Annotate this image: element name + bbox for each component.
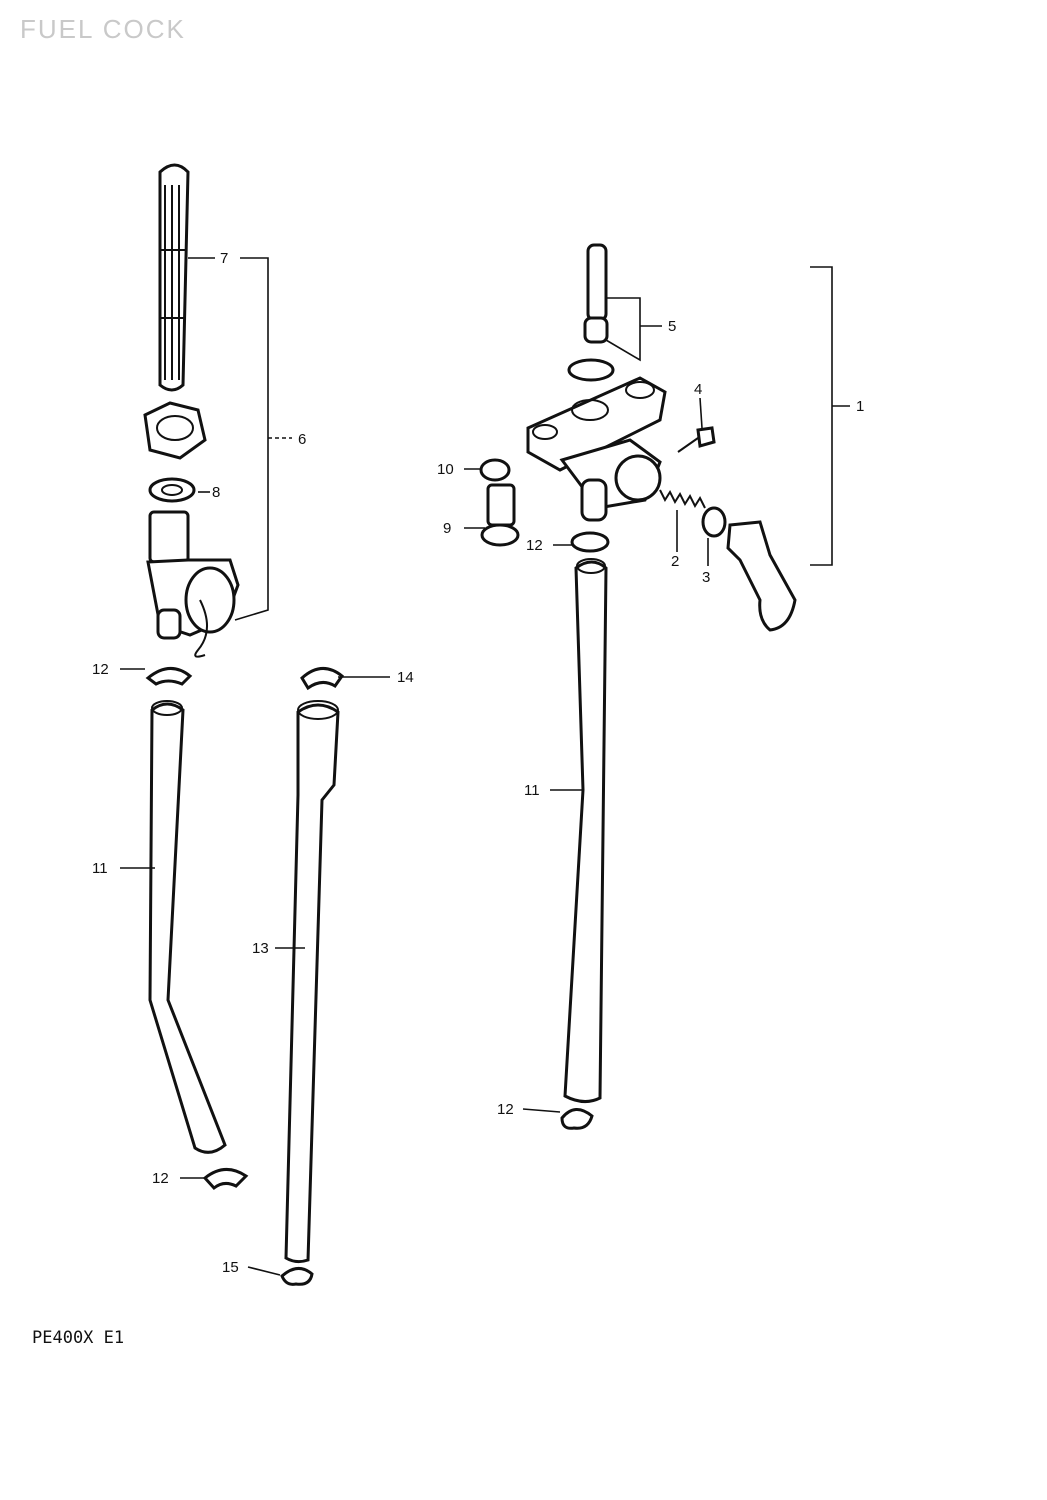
callout-14: 14 [397,669,414,686]
model-code: PE400X E1 [32,1328,125,1348]
callout-4: 4 [694,381,702,398]
hose-clamp-part [300,667,345,691]
leader-lines [120,257,850,1276]
callout-8: 8 [212,484,220,501]
washer-part [148,477,196,503]
callout-3: 3 [702,569,710,586]
callout-12: 12 [526,537,543,554]
hose-clamp-part [570,531,610,553]
bolt-washer-part [479,458,511,482]
banjo-bolt-part [480,483,520,547]
hose-clamp-part [280,1267,314,1286]
hose-clamp-part [145,667,193,686]
outlet-pipe-part [583,243,609,344]
callout-2: 2 [671,553,679,570]
spring-part [659,489,706,509]
callout-6: 6 [298,431,306,448]
nut-part [143,401,207,460]
fuel-cock-assembly-part [526,376,667,522]
screw-part [677,426,716,453]
fuel-cock-lever-part [726,520,797,632]
callout-11: 11 [92,860,108,877]
fuel-hose-part [148,702,227,1154]
diagram-title: FUEL COCK [20,14,186,44]
fuel-hose-part [563,560,608,1103]
callout-7: 7 [220,250,228,267]
hose-clamp-part [202,1168,249,1191]
callout-5: 5 [668,318,676,335]
fuel-cock-body-part [146,510,240,658]
callout-9: 9 [443,520,451,537]
callout-12: 12 [497,1101,514,1118]
vent-hose-part [284,703,340,1264]
hose-clamp-part [560,1108,594,1130]
callout-12: 12 [152,1170,169,1187]
callout-11: 11 [524,782,540,799]
filter-screen-part [158,163,190,392]
callout-13: 13 [252,940,269,957]
lever-washer-part [701,506,727,538]
o-ring-part [567,358,615,382]
callout-12: 12 [92,661,109,678]
callout-1: 1 [856,398,864,415]
callout-10: 10 [437,461,454,478]
callout-15: 15 [222,1259,239,1276]
